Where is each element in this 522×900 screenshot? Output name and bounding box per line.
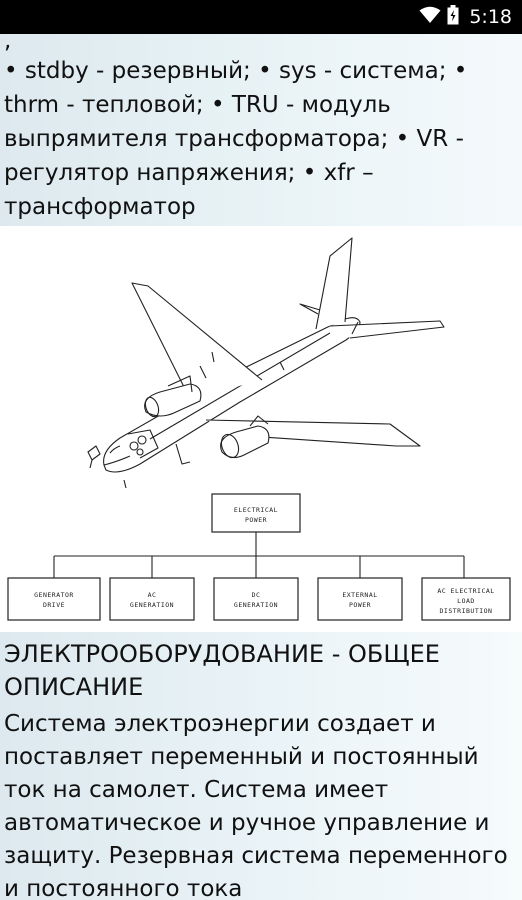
child-box-generator-drive: GENERATOR DRIVE <box>7 577 101 621</box>
child-box-dc-generation: DC GENERATION <box>213 577 299 621</box>
child-box-line: DISTRIBUTION <box>440 607 493 615</box>
child-box-line: AC ELECTRICAL <box>437 587 494 595</box>
root-box-line: ELECTRICAL <box>234 506 278 514</box>
status-bar: 5:18 <box>0 0 522 34</box>
wifi-icon <box>419 6 441 28</box>
child-box-line: GENERATION <box>130 601 174 609</box>
child-box-line: AC <box>148 591 157 599</box>
child-box-line: DRIVE <box>43 601 65 609</box>
status-icons: 5:18 <box>419 0 512 34</box>
glossary-text: • stdby - резервный; • sys - система; • … <box>4 58 468 220</box>
child-box-line: EXTERNAL <box>342 591 377 599</box>
aircraft-diagram: ELECTRICAL POWER GENERATOR DRIVE AC GENE… <box>7 237 511 621</box>
section-content: ЭЛЕКТРООБОРУДОВАНИЕ - ОБЩЕЕ ОПИСАНИЕ Сис… <box>0 632 522 900</box>
child-box-line: LOAD <box>457 597 475 605</box>
diagram-connectors <box>53 532 465 578</box>
child-box-ac-load-distribution: AC ELECTRICAL LOAD DISTRIBUTION <box>421 577 511 621</box>
battery-icon <box>447 5 459 29</box>
child-box-ac-generation: AC GENERATION <box>109 577 195 621</box>
child-box-line: GENERATOR <box>34 591 74 599</box>
child-box-line: POWER <box>349 601 371 609</box>
root-box-electrical-power: ELECTRICAL POWER <box>211 493 301 533</box>
root-box-line: POWER <box>245 516 267 524</box>
section-title: ЭЛЕКТРООБОРУДОВАНИЕ - ОБЩЕЕ ОПИСАНИЕ <box>4 640 440 701</box>
glossary-panel: , • stdby - резервный; • sys - система; … <box>0 28 522 226</box>
child-box-line: DC <box>252 591 261 599</box>
section-body: Система электроэнергии создает и поставл… <box>4 711 508 900</box>
glossary-leading-comma: , <box>4 28 12 54</box>
status-time: 5:18 <box>469 6 512 28</box>
diagram-area: ELECTRICAL POWER GENERATOR DRIVE AC GENE… <box>0 226 522 636</box>
airplane-illustration <box>87 237 445 489</box>
child-box-line: GENERATION <box>234 601 278 609</box>
child-box-external-power: EXTERNAL POWER <box>317 577 403 621</box>
